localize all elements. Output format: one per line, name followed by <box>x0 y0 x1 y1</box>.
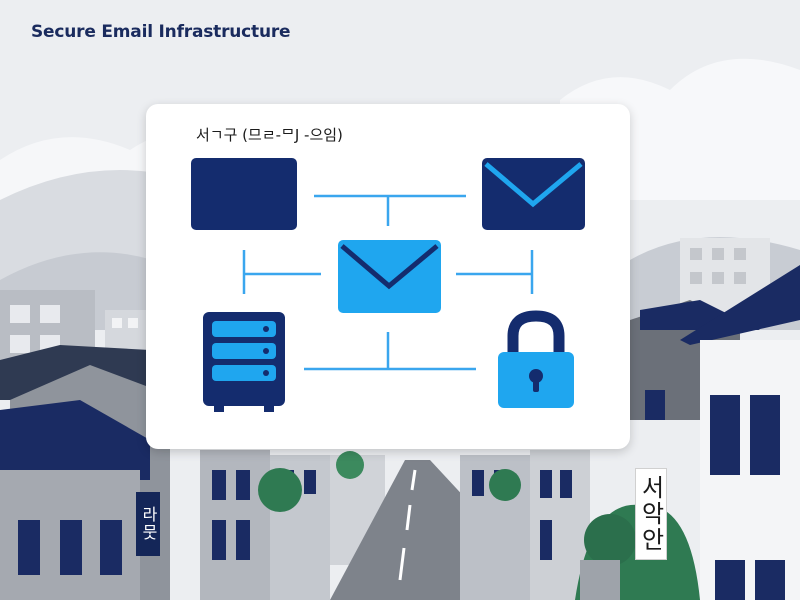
diagram <box>191 158 585 412</box>
envelope-icon <box>482 158 585 230</box>
diagram-card: 서ㄱ구 (므ㄹ-ᄆJ -으임) <box>146 104 630 449</box>
rectangle-icon <box>191 158 297 230</box>
connector-lines <box>242 194 534 371</box>
envelope-icon <box>338 240 441 313</box>
server-icon <box>203 312 285 412</box>
street-sign-right: 서악안 <box>635 468 667 560</box>
card-label: 서ㄱ구 (므ㄹ-ᄆJ -으임) <box>196 126 343 144</box>
page-title: Secure Email Infrastructure <box>31 22 291 42</box>
street-sign-left: 라뭇 <box>136 492 160 556</box>
padlock-icon <box>498 310 574 408</box>
